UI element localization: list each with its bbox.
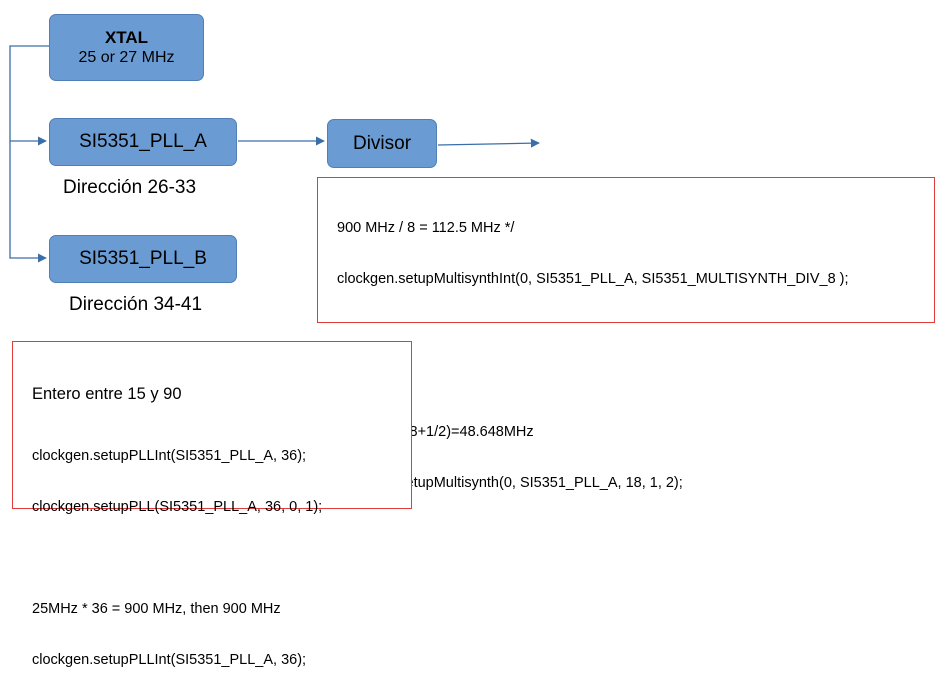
xtal-to-pll-b-connector [9, 141, 47, 263]
note-line: clockgen.setupPLLInt(SI5351_PLL_A, 36); [32, 652, 307, 668]
note-line: 900 MHz / 8 = 112.5 MHz */ [337, 220, 515, 236]
divisor-node: Divisor [327, 119, 437, 168]
pll-b-caption: Dirección 34-41 [69, 294, 203, 315]
pll-a-label: SI5351_PLL_A [79, 131, 207, 152]
note-line: 900MHZ/(18+1/2)=48.648MHz [337, 424, 534, 440]
pll-b-node: SI5351_PLL_B [49, 235, 237, 283]
note-line: clockgen.setupMultisynth(0, SI5351_PLL_A… [337, 475, 683, 491]
note-line: clockgen.setupPLLInt(SI5351_PLL_A, 36); [32, 448, 307, 464]
connector-layer [9, 45, 540, 263]
xtal-subtitle: 25 or 27 MHz [78, 48, 175, 66]
multisynth-note: 900 MHz / 8 = 112.5 MHz */ clockgen.setu… [317, 177, 935, 491]
pll-a-node: SI5351_PLL_A [49, 118, 237, 166]
pll-a-caption: Dirección 26-33 [63, 177, 197, 198]
divisor-label: Divisor [352, 132, 412, 154]
note-line: clockgen.setupMultisynthInt(0, SI5351_PL… [337, 271, 849, 287]
pll-b-label: SI5351_PLL_B [79, 248, 207, 269]
note-line [337, 322, 934, 339]
xtal-node: XTAL 25 or 27 MHz [49, 14, 204, 81]
divisor-output-connector [437, 138, 540, 148]
note-line [32, 550, 411, 567]
pll-note: Entero entre 15 y 90 clockgen.setupPLLIn… [12, 341, 412, 668]
note-heading: Entero entre 15 y 90 [32, 385, 182, 403]
note-line [337, 373, 934, 390]
xtal-title: XTAL [104, 27, 149, 47]
note-line: 25MHz * 36 = 900 MHz, then 900 MHz [32, 601, 281, 617]
xtal-to-pll-a-connector [9, 45, 49, 146]
note-line: clockgen.setupPLL(SI5351_PLL_A, 36, 0, 1… [32, 499, 323, 515]
